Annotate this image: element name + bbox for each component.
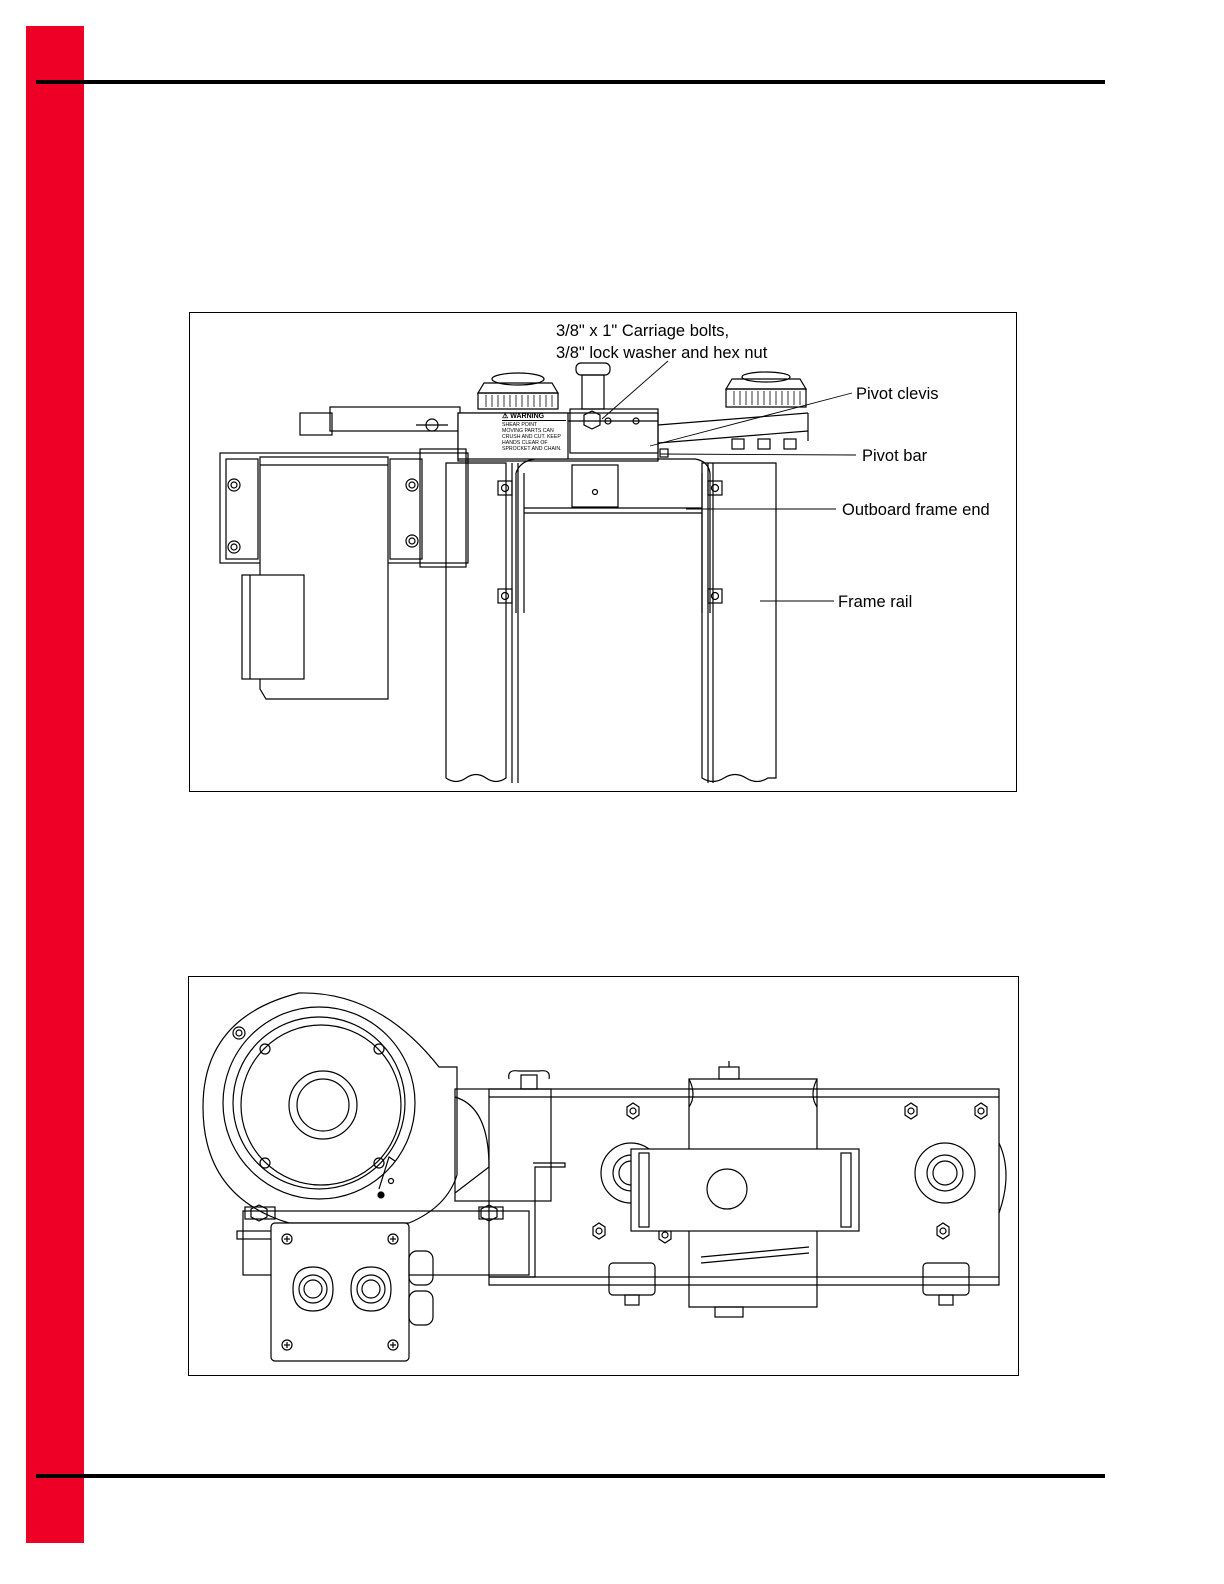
pivot-clevis-top (631, 1149, 859, 1231)
footer-rule (36, 1474, 1105, 1478)
left-frame-rail (446, 463, 518, 783)
warning-decal-line: SPROCKET AND CHAIN. (502, 446, 566, 452)
gear-housing (455, 1071, 565, 1277)
carriage-bolt (576, 363, 610, 429)
top-view-drawing (189, 977, 1018, 1375)
junction-box (271, 1223, 433, 1361)
leader-lines (602, 361, 856, 601)
header-rule (36, 80, 1105, 84)
right-pulley (726, 372, 806, 449)
callout-frame-rail: Frame rail (838, 592, 912, 612)
warning-decal-heading-text: WARNING (510, 413, 544, 420)
figure-motor-mount-top-view (188, 976, 1019, 1376)
figure-motor-mount-side-view: ⚠ WARNING SHEAR POINT MOVING PARTS CAN C… (189, 312, 1017, 792)
callout-pivot-bar: Pivot bar (862, 446, 927, 466)
callout-carriage-bolts-line2: 3/8" lock washer and hex nut (556, 343, 767, 363)
side-color-bar (26, 26, 84, 1543)
pillow-blocks (609, 1263, 969, 1305)
outboard-frame-end (516, 459, 710, 613)
warning-decal-heading: ⚠ WARNING (502, 414, 566, 421)
warning-triangle-icon: ⚠ (502, 413, 508, 420)
idler-arm (300, 407, 460, 435)
left-pulley (478, 373, 558, 409)
warning-decal: ⚠ WARNING SHEAR POINT MOVING PARTS CAN C… (502, 414, 566, 452)
frame-bolts (498, 481, 722, 603)
right-bearing (915, 1143, 975, 1203)
gear-motor (242, 457, 388, 699)
callout-outboard-frame-end: Outboard frame end (842, 500, 990, 520)
callout-pivot-clevis: Pivot clevis (856, 384, 939, 404)
callout-carriage-bolts-line1: 3/8" x 1" Carriage bolts, (556, 321, 729, 341)
motor-face (203, 993, 457, 1223)
right-frame-rail (702, 463, 776, 783)
